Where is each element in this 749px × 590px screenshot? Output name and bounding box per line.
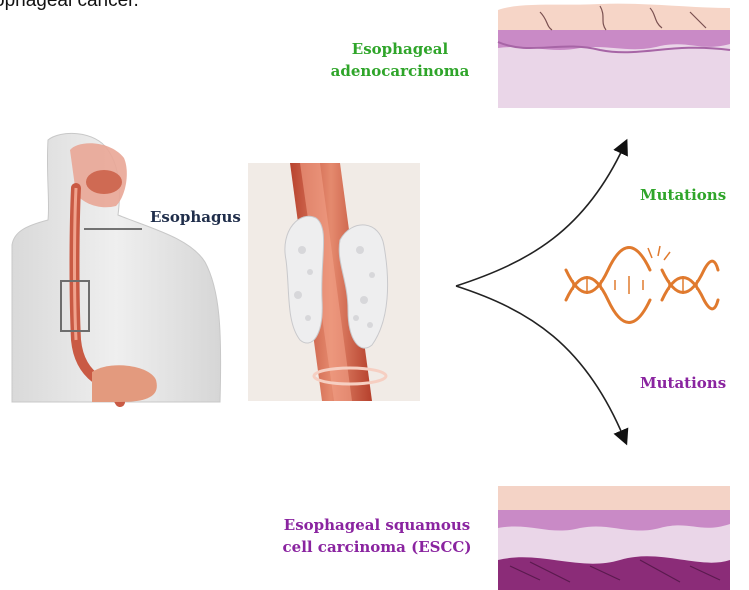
escc-label-line1: Esophageal squamous — [262, 514, 492, 536]
escc-label: Esophageal squamous cell carcinoma (ESCC… — [262, 514, 492, 558]
escc-label-line2: cell carcinoma (ESCC) — [262, 536, 492, 558]
